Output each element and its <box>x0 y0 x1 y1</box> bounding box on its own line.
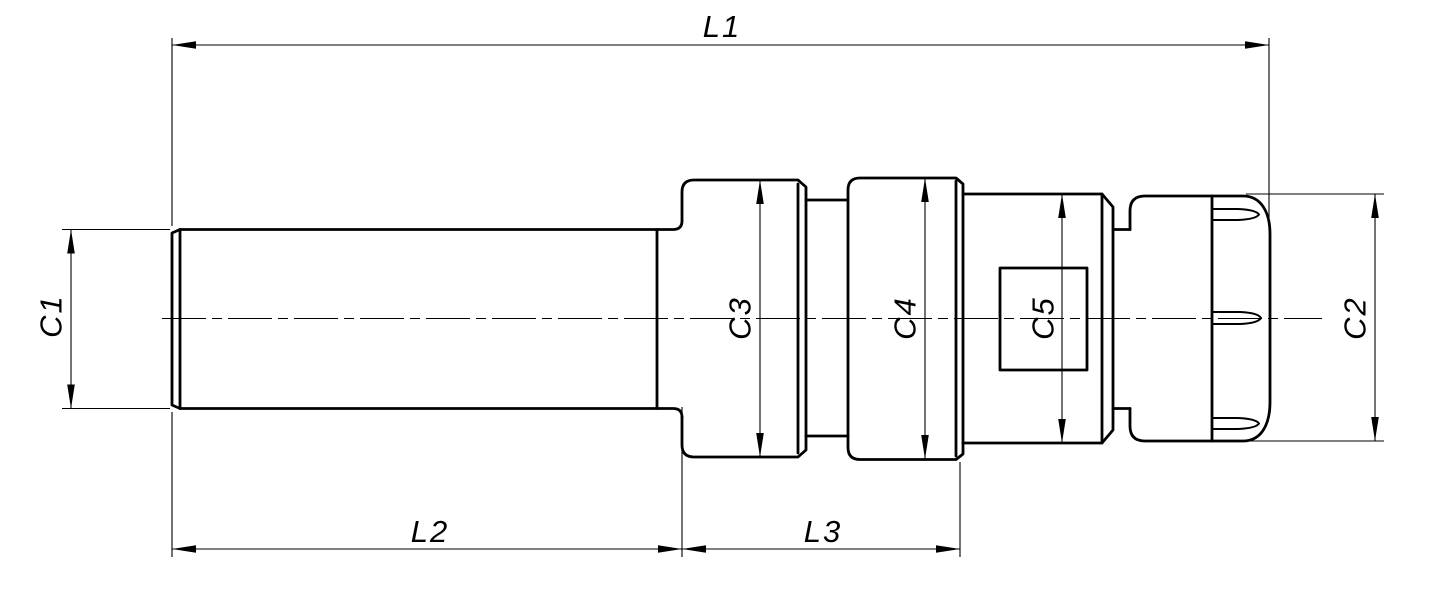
arrowhead-c5-bottom <box>1058 419 1066 443</box>
dimension-C5: C5 <box>1026 194 1066 443</box>
dim-label-c4: C4 <box>888 296 923 340</box>
arrowhead-c2-top <box>1371 194 1379 218</box>
arrowhead-c1-bottom <box>67 384 75 409</box>
dim-label-c1: C1 <box>34 294 69 338</box>
dimension-C1: C1 <box>34 229 75 409</box>
part-flange-c3 <box>680 178 808 459</box>
dim-label-l2: L2 <box>411 514 449 549</box>
shank-bottom-edge <box>178 407 684 419</box>
arrowhead-c1-top <box>67 229 75 254</box>
arrowhead-c3-top <box>756 180 764 204</box>
arrowhead-c3-bottom <box>756 433 764 457</box>
part-flange-c4 <box>846 176 965 461</box>
arrowhead-l2-left <box>172 545 196 553</box>
flange-c3-outline <box>680 178 808 459</box>
dimension-L2: L2 <box>172 514 682 553</box>
collet-nut-outline <box>1128 194 1272 443</box>
arrowhead-c5-top <box>1058 194 1066 218</box>
dimension-L3: L3 <box>682 514 960 553</box>
extension-lines <box>62 38 1384 557</box>
part-shank <box>170 219 684 419</box>
arrowhead-l3-right <box>936 545 960 553</box>
part-neck <box>1111 228 1132 410</box>
arrowhead-l1-left <box>172 41 196 49</box>
arrowhead-l2-right <box>658 545 682 553</box>
dimension-C3: C3 <box>723 180 764 457</box>
dim-label-c2: C2 <box>1338 296 1373 340</box>
dim-label-l1: L1 <box>703 9 741 44</box>
dim-label-c3: C3 <box>723 296 758 340</box>
part-body-c5 <box>961 192 1115 445</box>
shank-end-face <box>170 228 182 410</box>
arrowhead-l3-left <box>682 545 706 553</box>
arrowhead-c2-bottom <box>1371 417 1379 441</box>
dim-label-l3: L3 <box>804 514 842 549</box>
part-collet-nut <box>1128 194 1272 443</box>
arrowhead-c4-top <box>921 178 929 202</box>
dimension-C4: C4 <box>888 178 929 459</box>
collet-slit-middle <box>1211 311 1262 325</box>
part-spacer-ring <box>804 198 850 438</box>
body-c5-outline <box>961 192 1115 445</box>
arrowhead-l1-right <box>1245 41 1269 49</box>
collet-slit-top <box>1211 208 1260 221</box>
flange-c4-outline <box>846 176 965 461</box>
dimension-L1: L1 <box>172 9 1269 49</box>
dimension-C2: C2 <box>1338 194 1379 441</box>
arrowhead-c4-bottom <box>921 435 929 459</box>
collet-slits <box>1211 208 1262 430</box>
collet-slit-bottom <box>1211 417 1260 430</box>
keyway-window <box>998 266 1089 372</box>
dim-label-c5: C5 <box>1026 296 1061 340</box>
shank-top-edge <box>178 219 684 231</box>
